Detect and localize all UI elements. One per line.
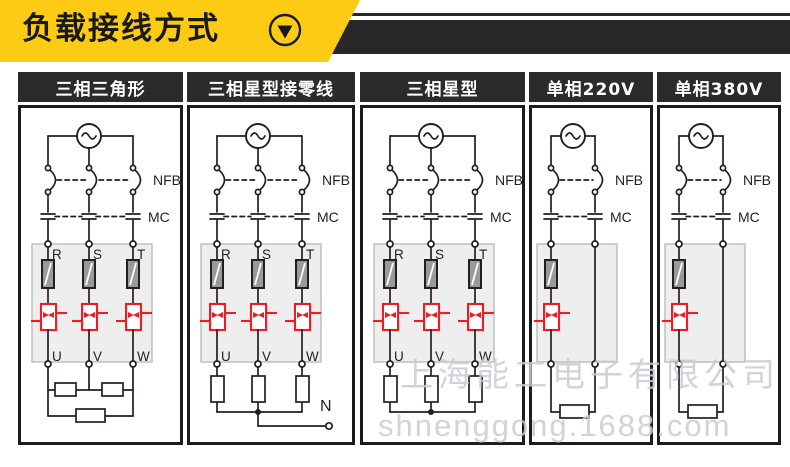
fuse-group [672,259,686,289]
terminal-v: V [93,349,102,364]
label-mc: MC [148,209,170,225]
thyristor-group [31,302,152,332]
ac-source-icon [47,123,134,167]
breaker-nfb [386,164,484,196]
breaker-nfb [547,164,604,196]
label-mc: MC [738,209,760,225]
panel-title-three-phase-star: 三相星型 [360,72,525,102]
contactor-mc [40,213,141,220]
contactor-mc [382,213,483,220]
load-resistors [54,382,124,423]
circuit-three-phase-star: NFB MC R S T U V W [373,123,522,415]
terminal-s: S [262,247,271,262]
thyristor-group [534,302,570,332]
terminal-u: U [52,349,62,364]
terminal-v: V [262,349,271,364]
panel-title-three-phase-delta: 三相三角形 [18,72,183,102]
ac-source-icon [389,123,476,167]
label-mc: MC [490,209,512,225]
contactor-mc [543,213,603,220]
load-resistors [383,375,483,403]
panel-single-phase-220v[interactable]: 单相220V [529,72,653,450]
label-nfb: NFB [743,172,771,188]
panel-title-three-phase-star-neutral: 三相星型接零线 [187,72,355,102]
terminal-u: U [221,349,231,364]
panel-body-single-phase-220v: NFB MC [529,105,653,445]
terminal-t: T [479,247,487,262]
panel-body-three-phase-star: NFB MC R S T U V W [360,105,525,445]
panel-single-phase-380v[interactable]: 单相380V [657,72,781,450]
terminal-t: T [137,247,145,262]
panel-three-phase-star-neutral[interactable]: 三相星型接零线 [187,72,355,450]
contactor-mc [209,213,310,220]
terminal-s: S [435,247,444,262]
fuse-group [544,259,558,289]
circled-chevron-down-icon [268,13,302,47]
load-resistors [559,404,590,419]
fuse-group [383,259,482,289]
thyristor-group [373,302,494,332]
panel-body-three-phase-delta: NFB MC R S T U V W [18,105,183,445]
load-resistors [210,375,310,403]
label-nfb: NFB [153,172,180,188]
terminal-s: S [93,247,102,262]
page-title: 负载接线方式 [22,11,220,47]
panel-three-phase-delta[interactable]: 三相三角形 [18,72,183,450]
ac-source-icon [678,123,724,149]
circuit-three-phase-delta: NFB MC R S T U V W [31,123,180,423]
terminal-r: R [52,247,62,262]
panel-title-single-phase-380v: 单相380V [657,72,781,102]
breaker-nfb [675,164,732,196]
terminal-t: T [306,247,314,262]
circuit-single-phase-220v: NFB MC [534,123,643,419]
ac-source-icon [550,123,596,149]
thyristor-group [662,302,698,332]
star-junction-dot [428,409,434,415]
header-thin-rule [138,13,790,16]
label-nfb: NFB [322,172,350,188]
circuit-three-phase-star-neutral: NFB MC R S T U V W N [200,123,350,431]
load-resistors [687,404,718,419]
label-nfb: NFB [495,172,522,188]
panel-row: 三相三角形 [0,72,790,457]
breaker-nfb [213,164,311,196]
circuit-single-phase-380v: NFB MC [662,123,771,419]
panel-body-three-phase-star-neutral: NFB MC R S T U V W N [187,105,355,445]
terminal-r: R [221,247,231,262]
contactor-mc [671,213,731,220]
thyristor-group [200,302,321,332]
label-mc: MC [317,209,339,225]
terminal-r: R [394,247,404,262]
page-header: 负载接线方式 [0,0,790,62]
terminal-w: W [306,349,319,364]
ac-source-icon [216,123,303,167]
terminal-u: U [394,349,404,364]
neutral-junction-dot [255,409,261,415]
label-mc: MC [610,209,632,225]
panel-body-single-phase-380v: NFB MC [657,105,781,445]
terminal-v: V [435,349,444,364]
neutral-terminal [324,421,334,431]
panel-three-phase-star[interactable]: 三相星型 [360,72,525,450]
terminal-n: N [320,398,332,415]
panel-title-single-phase-220v: 单相220V [529,72,653,102]
label-nfb: NFB [615,172,643,188]
terminal-w: W [137,349,150,364]
breaker-nfb [44,164,142,196]
terminal-w: W [479,349,492,364]
